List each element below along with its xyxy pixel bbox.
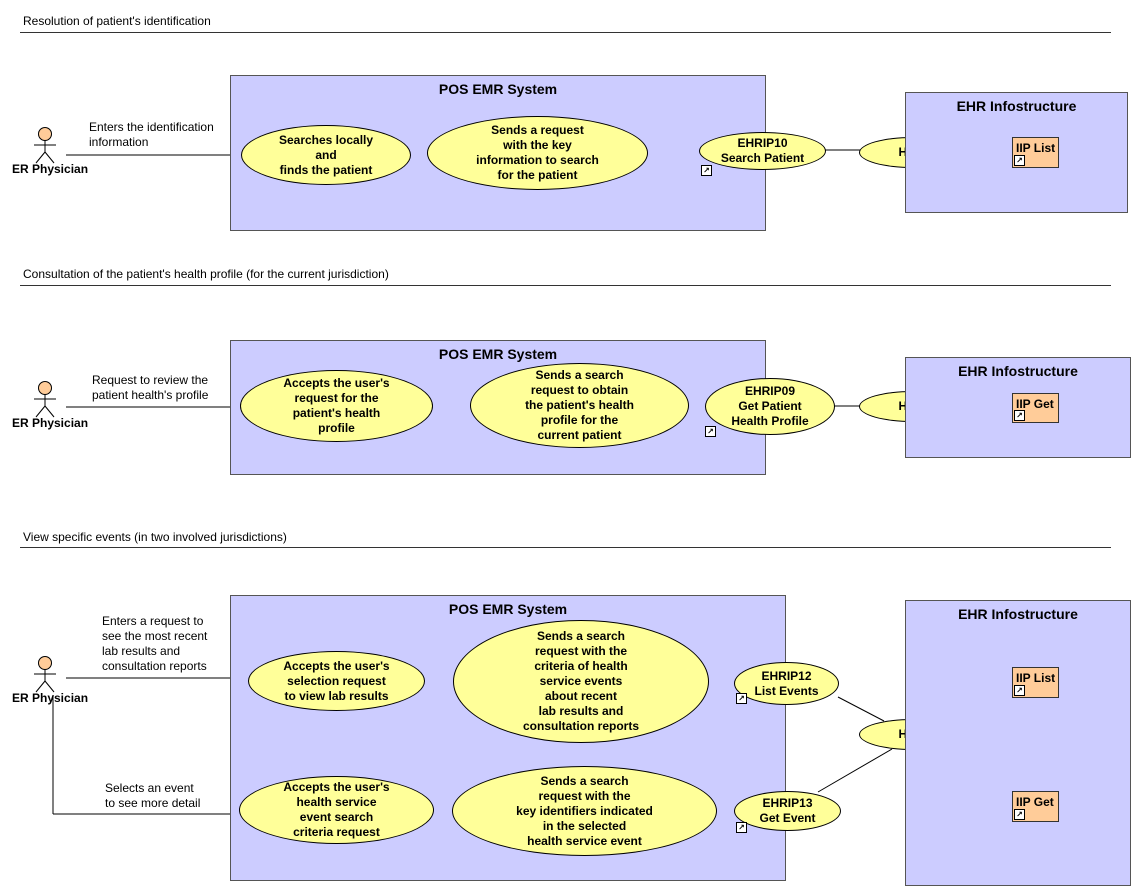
- interaction-ehrip13: EHRIP13 Get Event: [734, 791, 841, 831]
- interaction-ehrip09: EHRIP09 Get Patient Health Profile: [705, 378, 835, 435]
- actor-request-label: Request to review the patient health's p…: [92, 373, 209, 402]
- actor-select-label: Selects an event to see more detail: [105, 781, 201, 810]
- box-title: EHR Infostructure: [956, 98, 1077, 114]
- iip-list-box: IIP List: [1012, 667, 1059, 698]
- section-divider: [20, 285, 1111, 286]
- use-case-send-search-criteria: Sends a search request with the criteria…: [453, 620, 709, 743]
- ehr-infostructure-box: EHR Infostructure: [905, 92, 1128, 213]
- section-heading: Consultation of the patient's health pro…: [23, 267, 389, 281]
- iip-label: IIP Get: [1016, 397, 1054, 411]
- actor-icon: [34, 381, 56, 418]
- iip-label: IIP List: [1016, 671, 1056, 685]
- actor-name: ER Physician: [12, 416, 89, 430]
- actor-name: ER Physician: [12, 691, 89, 705]
- use-case-send-search: Sends a search request to obtain the pat…: [470, 363, 689, 448]
- use-case-accept-criteria: Accepts the user's health service event …: [239, 776, 434, 844]
- iip-label: IIP Get: [1016, 795, 1054, 809]
- use-case-accept-request: Accepts the user's request for the patie…: [240, 370, 433, 442]
- shortcut-arrow-icon: ↗: [1014, 685, 1025, 696]
- use-case-search-locally: Searches locally and finds the patient: [241, 125, 411, 185]
- shortcut-arrow-icon: ↗: [1014, 410, 1025, 421]
- use-case-send-request: Sends a request with the key information…: [427, 116, 648, 190]
- use-case-send-search-identifiers: Sends a search request with the key iden…: [452, 766, 717, 856]
- box-title: POS EMR System: [438, 346, 558, 362]
- shortcut-arrow-icon: ↗: [736, 822, 747, 833]
- shortcut-arrow-icon: ↗: [1014, 809, 1025, 820]
- ehr-infostructure-box: EHR Infostructure: [905, 600, 1131, 886]
- shortcut-arrow-icon: ↗: [705, 426, 716, 437]
- box-title: EHR Infostructure: [958, 363, 1078, 379]
- shortcut-arrow-icon: ↗: [701, 165, 712, 176]
- box-title: POS EMR System: [448, 601, 568, 617]
- actor-name: ER Physician: [12, 162, 89, 176]
- actor-icon: [34, 127, 56, 164]
- actor-request-label: Enters a request to see the most recent …: [102, 614, 208, 673]
- box-title: EHR Infostructure: [958, 606, 1078, 622]
- iip-get-box: IIP Get: [1012, 791, 1059, 822]
- section-heading: View specific events (in two involved ju…: [23, 530, 287, 544]
- box-title: POS EMR System: [438, 81, 558, 97]
- interaction-ehrip12: EHRIP12 List Events: [734, 662, 839, 705]
- iip-label: IIP List: [1016, 141, 1056, 155]
- iip-list-box: IIP List: [1012, 137, 1059, 168]
- use-case-accept-selection: Accepts the user's selection request to …: [248, 651, 425, 711]
- shortcut-arrow-icon: ↗: [736, 693, 747, 704]
- section-heading: Resolution of patient's identification: [23, 14, 211, 28]
- actor-request-label: Enters the identification information: [89, 120, 214, 149]
- actor-icon: [34, 656, 56, 693]
- section-divider: [20, 547, 1111, 548]
- section-divider: [20, 32, 1111, 33]
- interaction-ehrip10: EHRIP10 Search Patient: [699, 132, 826, 170]
- shortcut-arrow-icon: ↗: [1014, 155, 1025, 166]
